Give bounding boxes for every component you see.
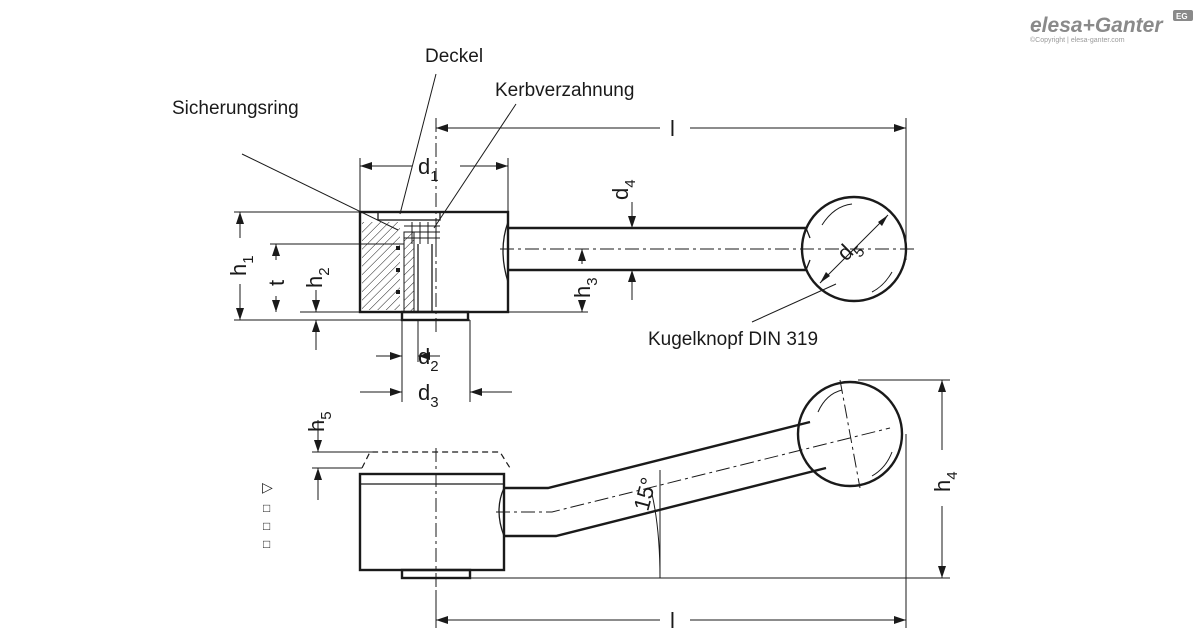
dim-l-bottom: l	[670, 608, 675, 633]
serration-teeth	[404, 222, 440, 244]
elesa-ganter-logo: elesa+Ganter EG ©Copyright | elesa-gante…	[1030, 10, 1193, 44]
bottom-dimensions	[312, 379, 950, 628]
label-kugelknopf: Kugelknopf DIN 319	[648, 329, 818, 350]
top-view	[358, 118, 918, 335]
dim-d4: d4	[608, 179, 639, 200]
dim-h2: h2	[302, 267, 333, 288]
cranked-lever-upper	[504, 420, 811, 490]
dim-l-top: l	[670, 116, 675, 141]
hidden-cover	[361, 451, 511, 469]
leader-kugelknopf	[751, 283, 837, 323]
side-mark-2: □	[263, 501, 270, 515]
dim-d5: d5	[832, 233, 868, 269]
cranked-lever-lower	[504, 466, 827, 538]
logo-copyright: ©Copyright | elesa-ganter.com	[1030, 36, 1125, 44]
top-dimensions	[234, 73, 907, 402]
side-mark-3: □	[263, 519, 270, 533]
leader-sicherungsring	[241, 153, 399, 231]
hub-section-hatch	[362, 222, 400, 310]
dim-t: t	[264, 280, 289, 286]
dim-h4: h4	[930, 471, 961, 492]
leader-kerbverzahnung	[433, 103, 517, 229]
bottom-view	[358, 379, 904, 590]
dim-d2: d2	[418, 344, 439, 375]
cover-plate	[377, 211, 441, 221]
leader-deckel	[399, 73, 437, 215]
dim-h3: h3	[570, 277, 601, 298]
dim-h5: h5	[304, 411, 335, 432]
label-kerbverzahnung: Kerbverzahnung	[495, 80, 634, 101]
side-mark-1: ▷	[262, 479, 273, 495]
ball-knob-bottom	[796, 380, 904, 488]
dim-angle: 15°	[629, 475, 662, 514]
cranked-lever-centerline	[496, 427, 891, 513]
logo-badge: EG	[1176, 12, 1188, 21]
hub-spigot-top	[400, 310, 470, 322]
label-deckel: Deckel	[425, 46, 483, 67]
hub-body-bottom	[358, 472, 506, 572]
dim-d3: d3	[418, 380, 439, 411]
label-sicherungsring: Sicherungsring	[172, 98, 299, 119]
dim-d1: d1	[418, 154, 439, 185]
logo-brand: elesa+Ganter	[1030, 14, 1164, 37]
side-mark-4: □	[263, 537, 270, 551]
logo-badge-box	[1173, 10, 1193, 21]
dim-h1: h1	[226, 255, 257, 276]
